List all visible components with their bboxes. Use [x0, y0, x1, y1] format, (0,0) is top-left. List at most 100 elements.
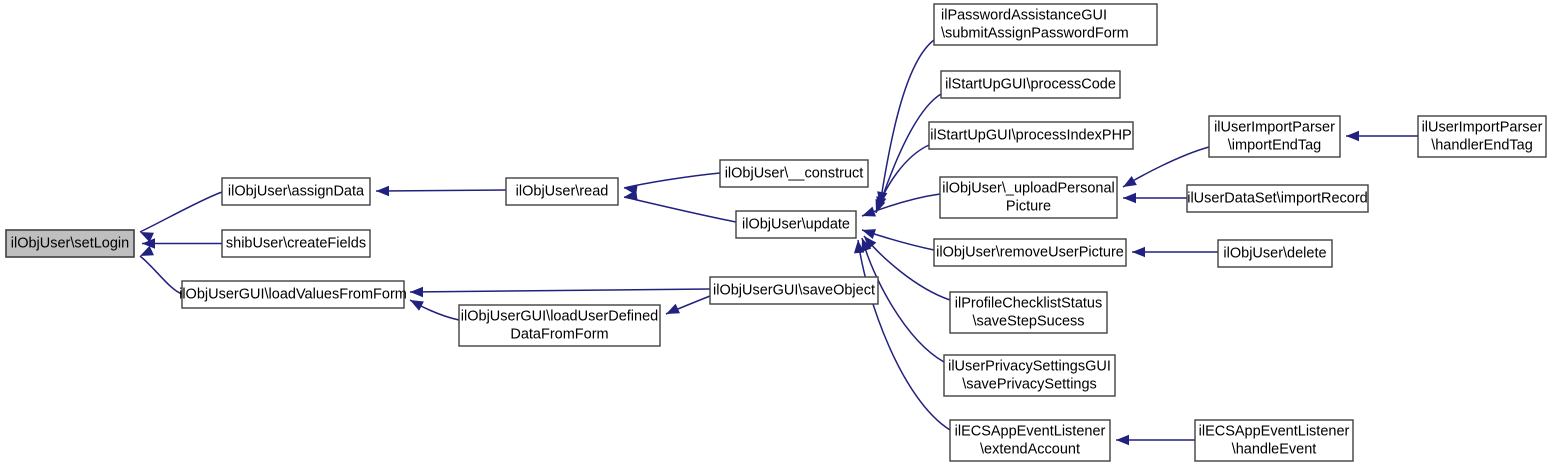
node-label-extendAccount: ilECSAppEventListener — [955, 423, 1106, 439]
node-box-read[interactable] — [505, 177, 619, 206]
node-submitAssignPasswordForm[interactable]: ilPasswordAssistanceGUI\submitAssignPass… — [933, 3, 1158, 46]
node-processIndexPHP[interactable]: ilStartUpGUI\processIndexPHP — [928, 121, 1134, 150]
edge-submitAssignPasswordForm-to-update — [879, 39, 935, 206]
node-box-submitAssignPasswordForm[interactable] — [933, 3, 1158, 46]
arrowhead — [853, 240, 865, 254]
node-box-saveObject[interactable] — [709, 276, 879, 305]
node-assignData[interactable]: ilObjUser\assignData — [221, 177, 371, 206]
arrowhead — [1132, 246, 1145, 258]
node-label-read: ilObjUser\read — [516, 183, 609, 199]
edge-update-to-read — [623, 196, 737, 223]
arrowhead — [1123, 192, 1136, 204]
node-box-handleEvent[interactable] — [1194, 419, 1354, 462]
node-label-importEndTag: \importEndTag — [1228, 137, 1322, 153]
arrowhead — [142, 238, 155, 249]
node-box-setLogin[interactable] — [5, 229, 135, 258]
node-box-loadUserDefinedDataFromForm[interactable] — [458, 304, 661, 347]
node-label-savePrivacySettings: \savePrivacySettings — [962, 376, 1097, 392]
node-delete[interactable]: ilObjUser\delete — [1217, 239, 1333, 268]
edge-construct-to-read — [623, 172, 721, 189]
node-importRecord[interactable]: ilUserDataSet\importRecord — [1186, 184, 1369, 213]
edge-loadValuesFromForm-to-setLogin — [139, 255, 183, 295]
node-label-loadUserDefinedDataFromForm: DataFromForm — [510, 326, 608, 342]
arrowhead — [862, 206, 876, 217]
node-label-processCode: ilStartUpGUI\processCode — [945, 76, 1116, 92]
node-label-setLogin: ilObjUser\setLogin — [11, 235, 129, 251]
node-box-saveStepSucess[interactable] — [949, 291, 1108, 334]
node-box-handlerEndTag[interactable] — [1417, 115, 1547, 158]
node-label-saveStepSucess: ilProfileChecklistStatus — [955, 295, 1102, 311]
node-label-saveObject: ilObjUserGUI\saveObject — [713, 282, 875, 298]
node-box-processIndexPHP[interactable] — [928, 121, 1134, 150]
edge-processCode-to-update — [877, 93, 942, 211]
node-box-construct[interactable] — [719, 159, 869, 188]
edges-layer — [139, 39, 1418, 446]
node-label-importEndTag: ilUserImportParser — [1214, 119, 1335, 135]
arrowhead — [666, 303, 680, 314]
node-label-processIndexPHP: ilStartUpGUI\processIndexPHP — [930, 127, 1131, 143]
arrowhead — [875, 199, 886, 213]
node-label-saveStepSucess: \saveStepSucess — [972, 313, 1084, 329]
node-label-delete: ilObjUser\delete — [1223, 245, 1326, 261]
node-removeUserPicture[interactable]: ilObjUser\removeUserPicture — [933, 238, 1127, 267]
node-createFields[interactable]: shibUser\createFields — [221, 229, 371, 258]
node-label-createFields: shibUser\createFields — [226, 235, 366, 251]
node-read[interactable]: ilObjUser\read — [505, 177, 619, 206]
edge-assignData-to-setLogin — [139, 191, 223, 233]
edge-savePrivacySettings-to-update — [861, 237, 945, 363]
node-box-update[interactable] — [735, 210, 857, 239]
node-label-update: ilObjUser\update — [742, 216, 850, 232]
node-label-loadUserDefinedDataFromForm: ilObjUserGUI\loadUserDefined — [461, 308, 658, 324]
node-box-createFields[interactable] — [221, 229, 371, 258]
node-update[interactable]: ilObjUser\update — [735, 210, 857, 239]
node-loadValuesFromForm[interactable]: ilObjUserGUI\loadValuesFromForm — [179, 280, 407, 309]
node-label-uploadPersonalPicture: Picture — [1006, 198, 1051, 214]
node-label-removeUserPicture: ilObjUser\removeUserPicture — [936, 244, 1124, 260]
node-label-handleEvent: ilECSAppEventListener — [1199, 423, 1350, 439]
node-box-uploadPersonalPicture[interactable] — [939, 176, 1118, 219]
node-saveStepSucess[interactable]: ilProfileChecklistStatus \saveStepSucess — [949, 291, 1108, 334]
node-label-construct: ilObjUser\__construct — [725, 165, 864, 181]
node-box-assignData[interactable] — [221, 177, 371, 206]
node-box-importEndTag[interactable] — [1208, 115, 1341, 158]
arrowhead — [376, 185, 389, 197]
node-processCode[interactable]: ilStartUpGUI\processCode — [940, 70, 1121, 99]
node-importEndTag[interactable]: ilUserImportParser \importEndTag — [1208, 115, 1341, 158]
node-box-loadValuesFromForm[interactable] — [181, 280, 405, 309]
node-box-processCode[interactable] — [940, 70, 1121, 99]
node-extendAccount[interactable]: ilECSAppEventListener\extendAccount — [949, 419, 1111, 462]
node-box-extendAccount[interactable] — [949, 419, 1111, 462]
node-label-handlerEndTag: \handlerEndTag — [1431, 137, 1533, 153]
node-box-savePrivacySettings[interactable] — [943, 354, 1116, 397]
node-construct[interactable]: ilObjUser\__construct — [719, 159, 869, 188]
node-label-submitAssignPasswordForm: ilPasswordAssistanceGUI — [941, 7, 1107, 23]
arrowhead — [410, 300, 424, 311]
node-box-importRecord[interactable] — [1186, 184, 1369, 213]
arrowhead — [1116, 434, 1129, 446]
arrowhead — [410, 286, 423, 298]
node-setLogin[interactable]: ilObjUser\setLogin — [5, 229, 135, 258]
node-handleEvent[interactable]: ilECSAppEventListener \handleEvent — [1194, 419, 1354, 462]
arrowhead — [624, 190, 638, 201]
arrowhead — [140, 232, 154, 243]
node-box-removeUserPicture[interactable] — [933, 238, 1127, 267]
node-box-delete[interactable] — [1217, 239, 1333, 268]
arrowhead — [862, 229, 876, 239]
node-label-handlerEndTag: ilUserImportParser — [1422, 119, 1543, 135]
arrowhead — [140, 245, 154, 256]
node-handlerEndTag[interactable]: ilUserImportParser \handlerEndTag — [1417, 115, 1547, 158]
node-label-importRecord: ilUserDataSet\importRecord — [1187, 190, 1368, 206]
edge-saveObject-to-loadValuesFromForm — [409, 288, 711, 293]
node-saveObject[interactable]: ilObjUserGUI\saveObject — [709, 276, 879, 305]
edge-read-to-assignData — [375, 189, 507, 192]
node-label-assignData: ilObjUser\assignData — [228, 183, 365, 199]
node-label-uploadPersonalPicture: ilObjUser\_uploadPersonal — [942, 180, 1115, 196]
node-label-loadValuesFromForm: ilObjUserGUI\loadValuesFromForm — [179, 286, 407, 302]
nodes-layer: ilObjUser\setLogin ilObjUser\assignData sh… — [5, 3, 1547, 462]
node-savePrivacySettings[interactable]: ilUserPrivacySettingsGUI\savePrivacySett… — [943, 354, 1116, 397]
node-label-handleEvent: \handleEvent — [1232, 441, 1317, 457]
